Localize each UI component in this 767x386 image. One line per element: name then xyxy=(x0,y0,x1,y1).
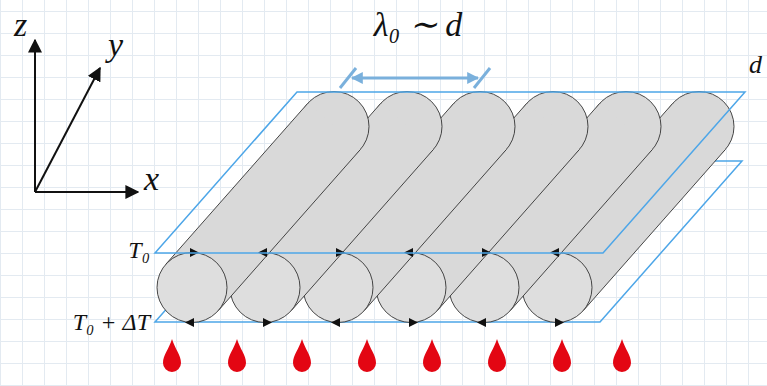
wavelength-dimension xyxy=(340,68,490,88)
axis-label: x xyxy=(144,162,159,196)
rotation-arrows xyxy=(185,248,564,327)
temperature-label: T₀ + ΔT xyxy=(73,310,150,334)
axis-label: y xyxy=(108,28,123,62)
convection-rolls xyxy=(157,92,734,323)
axis-label: z xyxy=(14,8,27,42)
axes xyxy=(35,40,138,192)
dimension-label: d xyxy=(749,52,762,78)
temperature-label: T₀ xyxy=(128,238,150,262)
top-plate xyxy=(155,92,745,253)
dimension-label: λ₀ ∼ d xyxy=(374,8,463,42)
heat-source-drops xyxy=(163,339,631,372)
